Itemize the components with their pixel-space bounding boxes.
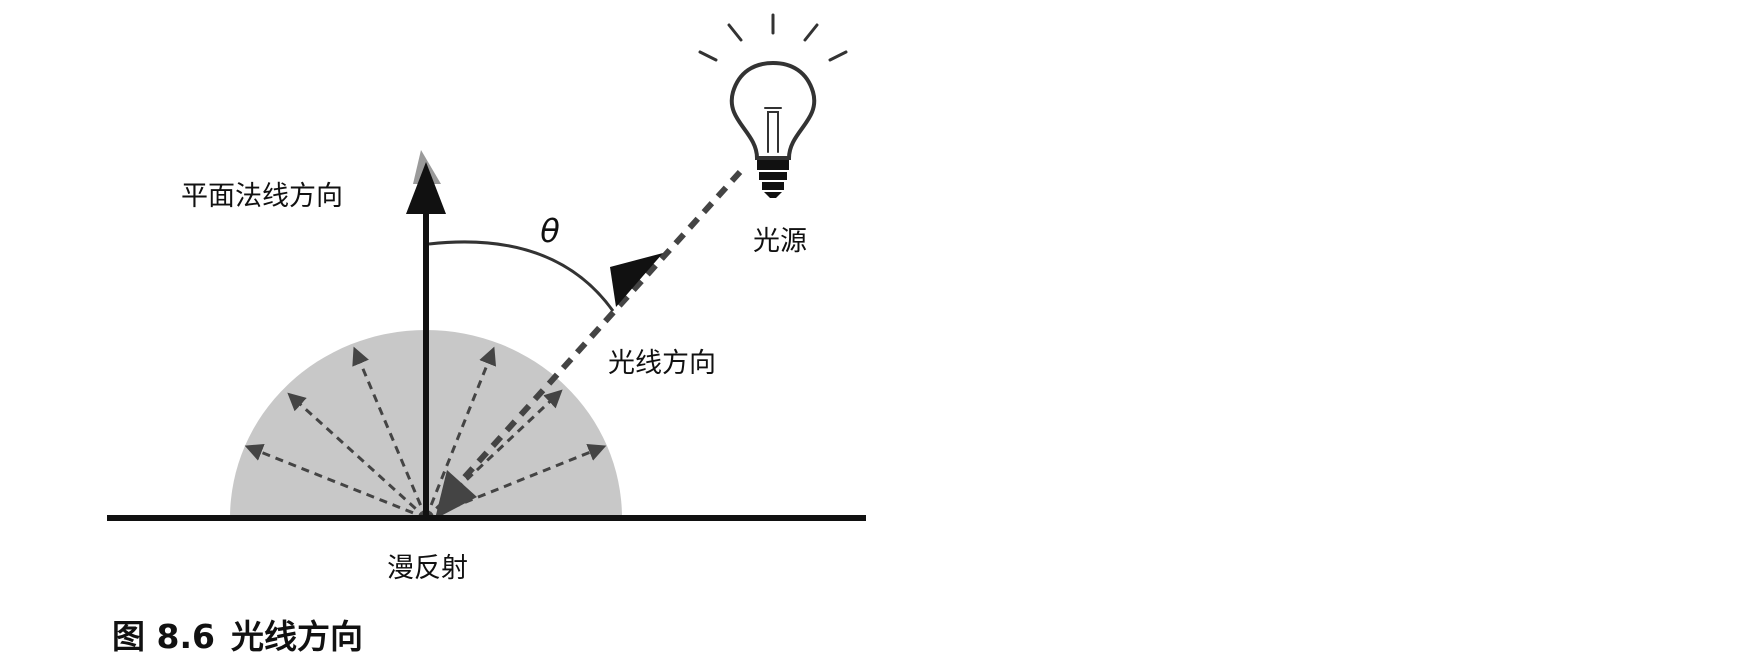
reflected-ray <box>244 443 427 520</box>
theta-arc <box>428 240 615 312</box>
theta-label: θ <box>540 212 560 250</box>
reflected-ray <box>352 346 428 519</box>
incoming-light-arrowhead-upper <box>610 253 663 307</box>
diffuse-reflection-label: 漫反射 <box>387 553 468 584</box>
reflected-ray <box>287 392 428 520</box>
figure-caption: 图 8.6 光线方向 <box>112 610 379 658</box>
figure-title: 光线方向 <box>230 617 363 656</box>
light-bulb-icon <box>698 13 848 198</box>
light-source-label: 光源 <box>753 226 807 257</box>
incoming-light-arrowhead-lower <box>435 470 477 519</box>
light-direction-label: 光线方向 <box>608 348 716 379</box>
normal-arrowhead <box>406 162 446 214</box>
incoming-light-ray <box>441 169 743 503</box>
normal-label: 平面法线方向 <box>181 181 343 212</box>
figure-number: 图 8.6 <box>112 617 215 656</box>
reflected-ray <box>424 346 497 519</box>
